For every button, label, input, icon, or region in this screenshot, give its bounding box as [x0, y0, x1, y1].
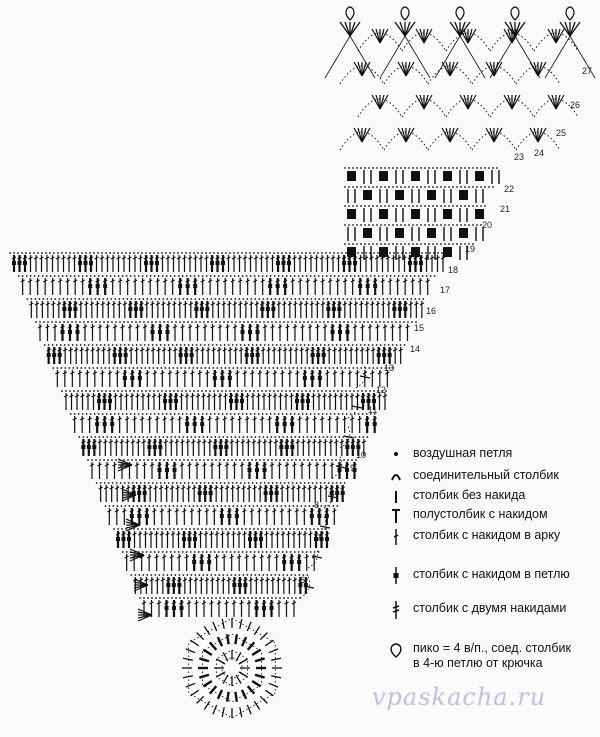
row-number: 7	[316, 533, 321, 543]
row-number: 8	[314, 500, 319, 510]
row-number: 27	[582, 66, 592, 76]
treble-crochet-icon	[392, 601, 400, 619]
row-number: 18	[448, 265, 458, 275]
row-number: 17	[440, 285, 450, 295]
chain-dot-icon	[394, 452, 398, 456]
row-number: 15	[414, 323, 424, 333]
legend-item-dc-arch: столбик с накидом в арку	[385, 528, 560, 546]
row-number: 19	[465, 244, 475, 254]
legend-item-half-double: полустолбик с накидом	[385, 507, 548, 525]
row-number: 23	[514, 152, 524, 162]
double-crochet-into-loop-icon	[393, 567, 399, 584]
row-number: 11	[368, 405, 377, 415]
legend-item-dc-loop: столбик с накидом в петлю	[385, 567, 570, 585]
slip-stitch-arc-icon	[391, 474, 401, 481]
row-number: 26	[570, 100, 580, 110]
legend-item-slip-stitch: соединительный столбик	[385, 468, 559, 486]
row-number: 22	[504, 184, 514, 194]
legend-label: полустолбик с накидом	[413, 507, 548, 521]
legend-label: пико = 4 в/п., соед. столбик в 4-ю петлю…	[413, 641, 571, 670]
picot-icon	[390, 643, 402, 658]
single-crochet-icon	[395, 491, 397, 503]
watermark: vpaskacha.ru	[372, 683, 547, 711]
legend-label: столбик с двумя накидами	[413, 601, 567, 615]
row-number: 9	[350, 463, 355, 473]
row-number: 25	[556, 128, 566, 138]
legend-item-picot: пико = 4 в/п., соед. столбик в 4-ю петлю…	[385, 641, 571, 671]
chart-stitches	[9, 6, 596, 719]
legend-item-treble: столбик с двумя накидами	[385, 601, 566, 619]
legend-item-chain: воздушная петля	[385, 446, 512, 464]
legend-label: столбик с накидом в петлю	[413, 567, 570, 581]
row-number: 6	[300, 575, 305, 585]
row-number: 13	[384, 363, 394, 373]
row-number: 21	[500, 204, 510, 214]
legend-label: столбик без накида	[413, 488, 526, 502]
row-number: 10	[356, 450, 366, 460]
half-double-crochet-icon	[392, 509, 400, 523]
legend-label: столбик с накидом в арку	[413, 528, 561, 542]
legend-item-single-crochet: столбик без накида	[385, 488, 525, 506]
legend-label: воздушная петля	[413, 446, 513, 460]
row-number: 24	[534, 148, 544, 158]
row-number: 14	[410, 344, 420, 354]
row-number: 20	[482, 220, 492, 230]
double-crochet-into-arch-icon	[393, 529, 399, 545]
row-number: 16	[426, 306, 436, 316]
legend-label: соединительный столбик	[413, 468, 559, 482]
row-number: 12	[376, 385, 386, 395]
